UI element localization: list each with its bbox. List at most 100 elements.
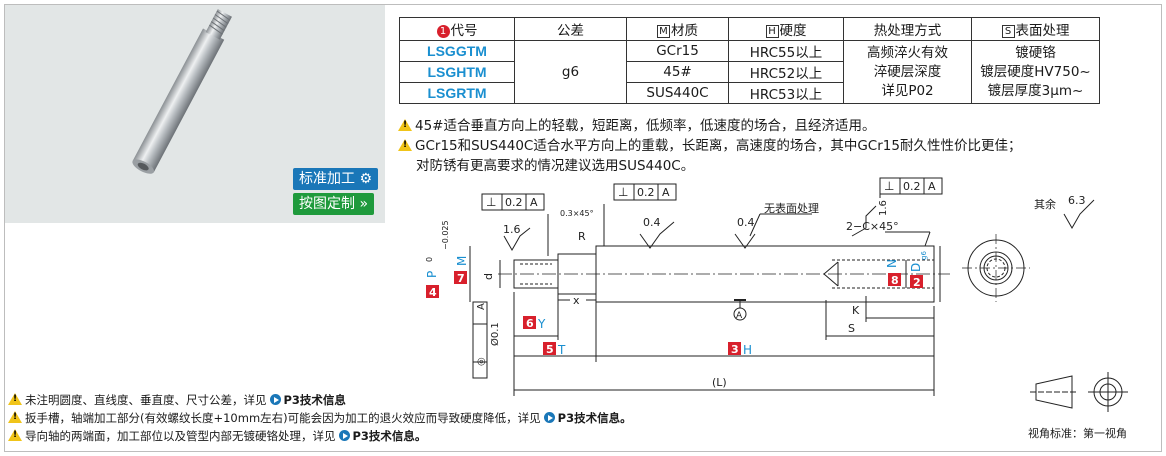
view-standard-label: 视角标准：第一视角 — [1028, 426, 1127, 440]
chamfer-c-label: 2−C×45° — [846, 220, 899, 233]
badge-5: 5 — [546, 343, 554, 356]
hardness-cell: HRC53以上 — [728, 82, 844, 104]
play-icon — [543, 412, 555, 423]
material-box-icon: M — [657, 25, 670, 38]
gd-left-value: 0.2 — [505, 196, 523, 209]
projection-cone-icon — [1035, 375, 1073, 409]
p-tol-top: 0 — [425, 257, 434, 262]
heat-line: 高频淬火有效 — [867, 44, 948, 61]
p-tol-bottom: −0.025 — [441, 220, 450, 250]
wrench-icon: ⚙ — [359, 171, 373, 187]
material-cell: GCr15 — [626, 40, 729, 62]
badge-8: 8 — [891, 274, 899, 287]
product-photo-panel: 标准加工 ⚙ 按图定制 » — [5, 5, 385, 223]
material-cell: 45# — [626, 61, 729, 83]
gd-right-value: 0.2 — [903, 180, 921, 193]
perp-icon: ⊥ — [618, 185, 628, 199]
dim-t-label: T — [557, 343, 566, 357]
dim-dg6-sub: g6 — [920, 251, 928, 260]
s-label: S — [848, 322, 855, 335]
badge-7: 7 — [457, 272, 465, 285]
badge-4: 4 — [429, 286, 437, 299]
note-1: 45#适合垂直方向上的轻载，短距离，低频率，低速度的场合，且经济适用。 — [398, 118, 876, 135]
gd-left-datum: A — [530, 196, 538, 209]
header-material-label: 材质 — [671, 23, 698, 39]
surface-line: 镀层厚度3μm~ — [987, 82, 1084, 99]
footnote-1: 未注明圆度、直线度、垂直度、尺寸公差，详见 P3技术信息 — [8, 393, 346, 408]
roughness-right: 1.6 — [878, 200, 889, 216]
gd-mid-datum: A — [662, 186, 670, 199]
arrow-icon: » — [359, 196, 369, 212]
note-3: 对防锈有更高要求的情况建议选用SUS440C。 — [416, 158, 694, 175]
gd-mid-value: 0.2 — [637, 186, 655, 199]
material-cell: SUS440C — [626, 82, 729, 104]
note-3-text: 对防锈有更高要求的情况建议选用SUS440C。 — [416, 158, 695, 174]
gd-right-datum: A — [928, 180, 936, 193]
warning-icon — [398, 119, 412, 131]
footnote-2: 扳手槽，轴端加工部分(有效螺纹长度+10mm左右)可能会因为加工的退火效应而导致… — [8, 411, 632, 426]
warning-icon — [8, 393, 22, 405]
note-1-text: 45#适合垂直方向上的轻载，短距离，低频率，低速度的场合，且经济适用。 — [415, 118, 876, 134]
note-2: GCr15和SUS440C适合水平方向上的重载，长距离，高速度的场合，其中GCr… — [398, 138, 1021, 155]
surface-cell: 镀硬铬 镀层硬度HV750~ 镀层厚度3μm~ — [971, 40, 1100, 104]
roughness-mid-b: 0.4 — [737, 216, 755, 229]
hardness-box-icon: H — [765, 25, 779, 38]
note-2-text: GCr15和SUS440C适合水平方向上的重载，长距离，高速度的场合，其中GCr… — [415, 138, 1022, 154]
footnote-3-text: 导向轴的两端面，加工部位以及管型内部无镀硬铬处理，详见 — [25, 429, 336, 443]
footnote-1-link[interactable]: P3技术信息 — [283, 393, 346, 407]
surface-line: 镀硬铬 — [1015, 44, 1056, 61]
footnote-2-text: 扳手槽，轴端加工部分(有效螺纹长度+10mm左右)可能会因为加工的退火效应而导致… — [25, 411, 541, 425]
heat-line: 淬硬层深度 — [873, 63, 942, 80]
dim-n-label: N — [885, 259, 899, 268]
play-icon — [269, 394, 281, 405]
r-label: R — [578, 230, 586, 243]
surface-line: 镀层硬度HV750~ — [980, 63, 1091, 80]
footnote-3: 导向轴的两端面，加工部位以及管型内部无镀硬铬处理，详见 P3技术信息。 — [8, 429, 426, 444]
hardness-cell: HRC52以上 — [728, 61, 844, 83]
code-cell[interactable]: LSGRTM — [399, 82, 515, 104]
rest-label: 其余 — [1034, 197, 1056, 211]
header-surface-label: 表面处理 — [1015, 23, 1070, 39]
guide-shaft-photo — [132, 9, 232, 174]
perp-icon: ⊥ — [486, 195, 496, 209]
footnote-1-text: 未注明圆度、直线度、垂直度、尺寸公差，详见 — [25, 393, 267, 407]
dim-d-label: d — [482, 273, 495, 280]
standard-processing-tag[interactable]: 标准加工 ⚙ — [293, 168, 379, 190]
gd-side-datum: A — [476, 303, 487, 310]
warning-icon — [398, 139, 412, 151]
code-cell[interactable]: LSGGTM — [399, 40, 515, 62]
footnote-2-link[interactable]: P3技术信息。 — [557, 411, 632, 425]
badge-3: 3 — [731, 343, 739, 356]
warning-icon — [8, 429, 22, 441]
dim-dg6-label: D — [909, 263, 923, 272]
gd-side-value: Ø0.1 — [489, 322, 501, 346]
table-row: LSGRTM SUS440C HRC53以上 — [399, 82, 1100, 104]
dim-y-label: Y — [537, 317, 546, 331]
roughness-mid-a: 0.4 — [643, 216, 661, 229]
standard-processing-label: 标准加工 — [299, 171, 355, 187]
roughness-rest: 6.3 — [1068, 194, 1086, 207]
x-label: x — [573, 294, 580, 307]
small-chamfer-label: 0.3×45° — [560, 209, 594, 218]
no-surface-label: 无表面处理 — [764, 201, 819, 215]
datum-a-label: A — [736, 311, 743, 321]
header-code-label: 代号 — [450, 23, 478, 39]
header-hardness-label: 硬度 — [779, 23, 807, 39]
roughness-left: 1.6 — [503, 223, 521, 236]
warning-icon — [8, 411, 22, 423]
dim-p-label: P — [425, 271, 439, 278]
page-frame — [4, 4, 1162, 452]
custom-drawing-label: 按图定制 — [299, 196, 355, 212]
surface-box-icon: S — [1001, 25, 1015, 38]
dim-m-label: M — [455, 256, 469, 266]
dim-h-label: H — [743, 343, 752, 357]
l-label: (L) — [712, 376, 727, 389]
perp-icon: ⊥ — [884, 179, 894, 193]
custom-drawing-tag[interactable]: 按图定制 » — [293, 193, 375, 215]
dimension-badges: 4 7 6 5 3 8 2 — [426, 271, 923, 356]
footnote-3-link[interactable]: P3技术信息。 — [352, 429, 427, 443]
k-label: K — [852, 304, 860, 317]
